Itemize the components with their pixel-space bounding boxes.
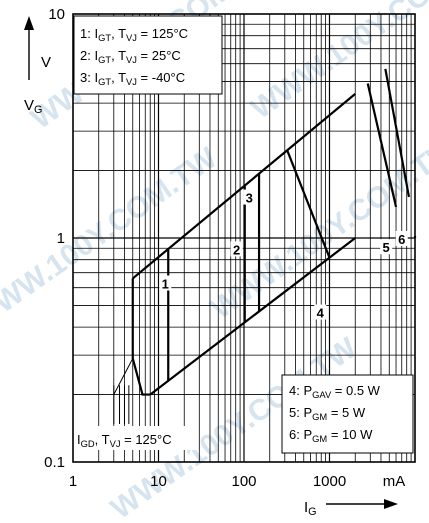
legend-top: 1: IGT, TVJ = 125°C 2: IGT, TVJ = 25°C 3: …: [73, 15, 223, 95]
trigger-label-1: 1: [162, 277, 169, 292]
legend-top-row: 3: IGT, TVJ = -40°C: [80, 70, 185, 87]
legend-bottom: 4: PGAV = 0.5 W 5: PGM = 5 W 6: PGM = 10 W: [281, 374, 414, 454]
y-tick-label: 0.1: [44, 454, 65, 471]
legend-top-row: 1: IGT, TVJ = 125°C: [80, 26, 188, 43]
trigger-lines: 1 2 3 4 56: [159, 68, 411, 381]
legend-top-box: [73, 15, 223, 95]
legend-bottom-row: 4: PGAV = 0.5 W: [289, 383, 381, 400]
trigger-line-5: [366, 83, 398, 208]
trigger-label-bg: [159, 275, 172, 291]
legend-top-row: 2: IGT, TVJ = 25°C: [80, 48, 181, 65]
x-tick-label: 100: [231, 473, 256, 490]
y-axis-label: VG: [24, 97, 42, 116]
legend-bottom-box: [281, 374, 414, 454]
trigger-line-6: [384, 68, 411, 198]
igd-connector: [113, 358, 134, 395]
trigger-label-6: 6: [398, 232, 405, 247]
trigger-line-4: [286, 149, 331, 259]
y-tick-label: 1: [57, 230, 65, 247]
x-unit-label: mA: [383, 473, 406, 490]
x-axis-arrow-head: [384, 499, 398, 509]
trigger-label-4: 4: [317, 306, 325, 321]
legend-bottom-row: 5: PGM = 5 W: [289, 405, 366, 422]
y-axis-arrow-head: [24, 16, 34, 30]
trigger-label-3: 3: [246, 191, 253, 206]
y-tick-label: 10: [48, 6, 65, 23]
x-tick-label: 1000: [313, 473, 346, 490]
boundary-lower-line: [149, 237, 356, 396]
trigger-boundary: [131, 93, 417, 396]
igd-note: IGD, TVJ = 125°C: [74, 358, 198, 450]
trigger-label-bg: [395, 230, 408, 246]
trigger-label-bg: [243, 189, 256, 205]
igd-note-text: IGD, TVJ = 125°C: [77, 432, 172, 449]
boundary-left-edge: [131, 278, 151, 396]
trigger-label-5: 5: [383, 240, 390, 255]
y-unit-label: V: [41, 54, 51, 71]
igd-bg: [74, 426, 198, 450]
plot-frame: [72, 13, 416, 463]
x-axis-label: IG: [304, 499, 317, 518]
trigger-label-bg: [314, 304, 327, 320]
legend-bottom-row: 6: PGM = 10 W: [289, 427, 373, 444]
x-tick-label: 1: [69, 473, 77, 490]
x-tick-label: 10: [150, 473, 167, 490]
trigger-label-bg: [380, 239, 393, 255]
trigger-label-bg: [230, 241, 243, 257]
trigger-label-2: 2: [233, 242, 240, 257]
